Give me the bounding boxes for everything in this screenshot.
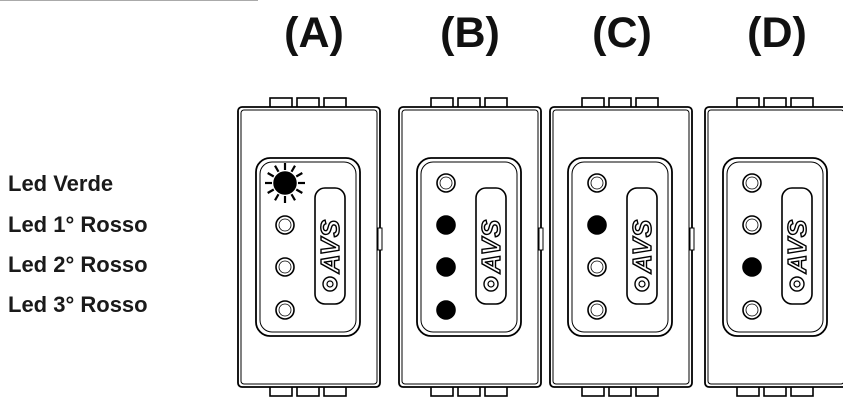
device-c-logo-text: AVS <box>627 219 657 275</box>
device-a-blink-ray <box>267 188 275 194</box>
device-c-side-clip <box>689 227 695 251</box>
label-led-verde: Led Verde <box>8 171 114 196</box>
device-a-led-verde-blink-rays <box>265 163 305 203</box>
device-d-led-2-rosso <box>742 257 762 277</box>
device-c-led-2-rosso-ring <box>590 260 604 274</box>
label-led-3-rosso: Led 3° Rosso <box>8 292 148 317</box>
device-a-body-inner <box>240 109 378 385</box>
device-b-body-inner <box>401 109 539 385</box>
device-c-led-verde-ring <box>590 176 604 190</box>
device-d-front-panel-inner <box>726 161 824 333</box>
device-a-led-1-rosso-ring <box>278 218 292 232</box>
device-a-logo-mark-inner <box>326 280 334 288</box>
device-a-side-clip <box>377 227 383 251</box>
device-b-led-3-rosso <box>436 300 456 320</box>
device-d-led-1-rosso-ring <box>745 218 759 232</box>
device-a-led-2-rosso-ring <box>278 260 292 274</box>
device-a-led-verde <box>273 171 297 195</box>
device-d-led-verde-ring <box>745 176 759 190</box>
device-c-led-1-rosso <box>587 215 607 235</box>
device-b-led-1-rosso <box>436 215 456 235</box>
device-b-led-2-rosso <box>436 257 456 277</box>
top-divider-line <box>0 0 258 1</box>
panel-d-title: (D) <box>747 9 807 57</box>
device-a-blink-ray <box>290 193 296 201</box>
device-c: AVS <box>549 97 695 397</box>
device-d-logo-badge <box>781 187 813 305</box>
device-b-led-verde-ring <box>439 176 453 190</box>
device-b: AVS <box>398 97 544 397</box>
device-b-logo-badge <box>475 187 507 305</box>
device-c-logo-badge <box>626 187 658 305</box>
device-a-blink-ray <box>267 172 275 178</box>
device-a-blink-ray <box>290 165 296 173</box>
device-b-logo-mark-inner <box>487 280 495 288</box>
device-a-led-3-rosso-ring <box>278 303 292 317</box>
device-a: AVS <box>237 97 383 397</box>
device-c-front-panel-inner <box>571 161 669 333</box>
device-d-logo-text: AVS <box>782 219 812 275</box>
panel-a-title: (A) <box>284 9 344 57</box>
device-a-logo-text: AVS <box>315 219 345 275</box>
device-a-front-panel-inner <box>259 161 357 333</box>
device-b-logo-text: AVS <box>476 219 506 275</box>
device-a-blink-ray <box>274 165 280 173</box>
device-d-led-3-rosso-ring <box>745 303 759 317</box>
device-a-blink-ray <box>295 172 303 178</box>
device-b-front-panel-inner <box>420 161 518 333</box>
device-c-logo-mark-inner <box>638 280 646 288</box>
device-a-logo-badge <box>314 187 346 305</box>
device-d-body-inner <box>707 109 843 385</box>
label-led-2-rosso: Led 2° Rosso <box>8 252 148 277</box>
device-c-body-inner <box>552 109 690 385</box>
label-led-1-rosso: Led 1° Rosso <box>8 212 148 237</box>
panel-c-title: (C) <box>592 9 652 57</box>
device-a-blink-ray <box>295 188 303 194</box>
device-b-side-clip <box>538 227 544 251</box>
device-d-logo-mark-inner <box>793 280 801 288</box>
device-d: AVS <box>704 97 843 397</box>
panel-b-title: (B) <box>440 9 500 57</box>
device-c-led-3-rosso-ring <box>590 303 604 317</box>
device-a-blink-ray <box>274 193 280 201</box>
